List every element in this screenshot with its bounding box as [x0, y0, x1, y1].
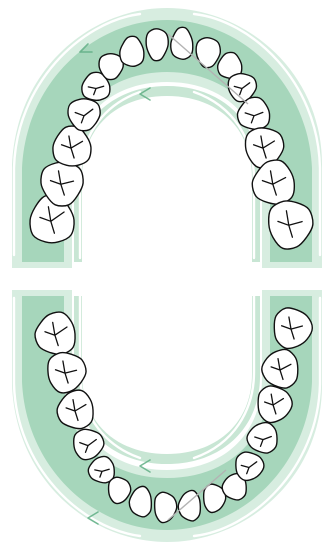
upper-arch: [12, 8, 322, 268]
upper-gum-inner: [74, 86, 260, 262]
lower-guide-inner-right: [194, 296, 254, 458]
lower-arch: [12, 290, 322, 542]
